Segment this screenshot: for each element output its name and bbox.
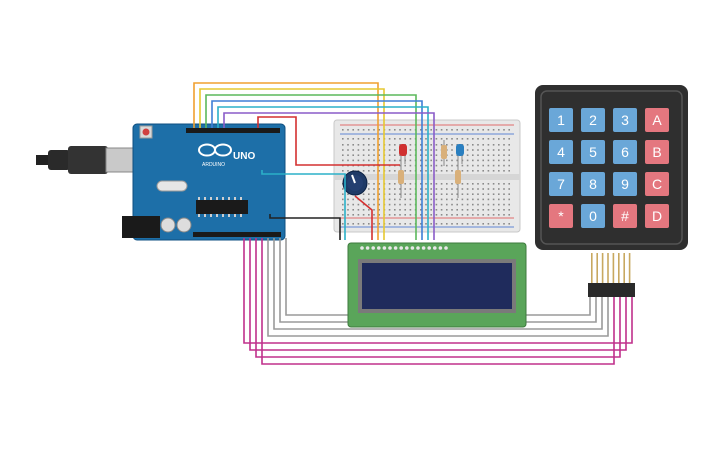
keypad-key-label: 7	[557, 176, 565, 192]
keypad-key-label: D	[652, 208, 662, 224]
wires	[193, 82, 633, 365]
keypad-key-label: 8	[589, 176, 597, 192]
wire	[193, 82, 379, 240]
keypad-key-label: 4	[557, 144, 565, 160]
wire	[273, 238, 603, 330]
keypad-key-label: 9	[621, 176, 629, 192]
lcd-screen	[362, 263, 512, 309]
wire	[269, 214, 341, 240]
keypad-key[interactable]: 9	[613, 172, 637, 196]
wire	[243, 238, 633, 344]
red-led	[399, 144, 407, 164]
keypad-key[interactable]: C	[645, 172, 669, 196]
analog-header	[193, 232, 281, 237]
potentiometer[interactable]	[342, 170, 368, 196]
wire	[205, 94, 417, 240]
resistor-3	[441, 140, 447, 166]
keypad-key-label: *	[558, 208, 564, 224]
keypad-key[interactable]: 7	[549, 172, 573, 196]
keypad-key-label: 0	[589, 208, 597, 224]
wire	[354, 195, 373, 240]
keypad-key[interactable]: B	[645, 140, 669, 164]
wire	[261, 170, 346, 240]
keypad-key-label: 6	[621, 144, 629, 160]
keypad-key-label: 2	[589, 112, 597, 128]
keypad-connector	[588, 283, 635, 297]
keypad-key-label: 3	[621, 112, 629, 128]
keypad-key-label: C	[652, 176, 662, 192]
wire	[223, 112, 435, 240]
arduino-model-label: UNO	[233, 151, 255, 162]
resistor-2	[455, 164, 461, 198]
wire	[261, 238, 615, 365]
wire	[255, 238, 621, 358]
keypad-key[interactable]: 5	[581, 140, 605, 164]
keypad-key-label: 5	[589, 144, 597, 160]
wire	[257, 116, 400, 166]
keypad-key[interactable]: D	[645, 204, 669, 228]
resistor-1	[398, 164, 404, 198]
digital-header	[186, 128, 280, 133]
wire	[249, 238, 627, 351]
arduino-brand-label: ARDUINO	[202, 162, 225, 168]
wire	[217, 106, 429, 240]
keypad-key[interactable]: A	[645, 108, 669, 132]
keypad-key[interactable]: 8	[581, 172, 605, 196]
keypad-key[interactable]: 2	[581, 108, 605, 132]
wire	[211, 100, 423, 240]
keypad-key[interactable]: 6	[613, 140, 637, 164]
lcd-display	[347, 242, 527, 328]
keypad-key-label: 1	[557, 112, 565, 128]
blue-led	[456, 144, 464, 164]
breadboard	[333, 119, 521, 233]
arduino-board: ARDUINO UNO	[122, 123, 286, 241]
keypad-key[interactable]: 0	[581, 204, 605, 228]
keypad-key[interactable]: 1	[549, 108, 573, 132]
keypad-key[interactable]: 4	[549, 140, 573, 164]
keypad-key-label: #	[621, 208, 629, 224]
arduino-logo-icon	[198, 143, 232, 157]
keypad-key[interactable]: *	[549, 204, 573, 228]
keypad-key-label: B	[652, 144, 661, 160]
keypad-key-label: A	[652, 112, 662, 128]
keypad-key[interactable]: 3	[613, 108, 637, 132]
keypad-key[interactable]: #	[613, 204, 637, 228]
wire	[267, 238, 609, 337]
usb-cable	[36, 146, 139, 174]
keypad: 1 2 3 A 4 5 6 B 7 8 9 C * 0 # D	[535, 85, 688, 297]
wire	[199, 88, 385, 240]
